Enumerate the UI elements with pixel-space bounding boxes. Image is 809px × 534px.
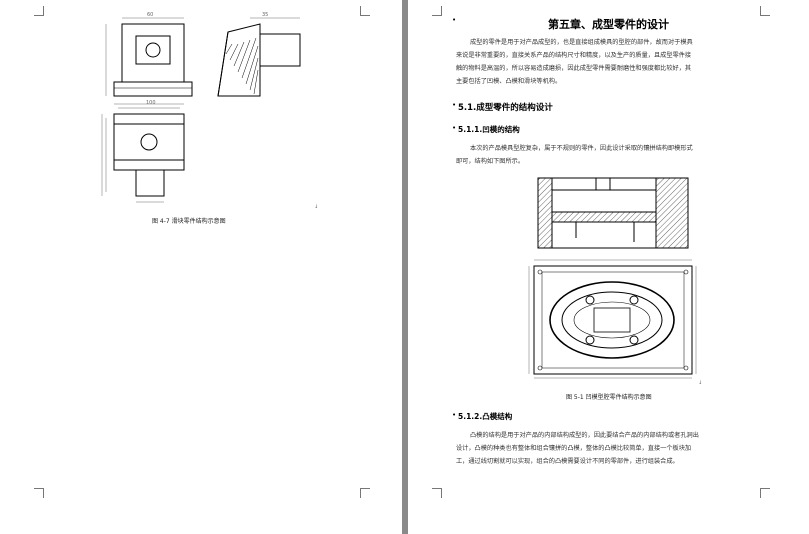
subsection-heading: 5.1.1.凹模的结构 bbox=[458, 125, 520, 134]
crop-mark-bottom-left bbox=[34, 488, 44, 498]
core-paragraph: 凸模的结构是用于对产品的内部结构成型的，因此要结合产品的内部结构或者孔洞出 设计… bbox=[456, 429, 776, 468]
text-line: 主要包括了凹模、凸模和滑块等机构。 bbox=[456, 78, 562, 85]
dim-label: 35 bbox=[262, 12, 269, 18]
cavity-section-drawing bbox=[537, 177, 689, 249]
crop-mark-bottom-right bbox=[760, 488, 770, 498]
list-bullet: • bbox=[452, 16, 457, 24]
crop-mark-top-left bbox=[432, 6, 442, 16]
text-line: 触的物料是高温的，所以容易造成磨损，因此成型零件需要耐磨性和强度都比较好，其 bbox=[456, 65, 692, 72]
subsection-heading: 5.1.2.凸模结构 bbox=[458, 412, 513, 421]
chapter-title: 第五章、成型零件的设计 bbox=[548, 18, 669, 31]
cavity-plan-drawing bbox=[528, 259, 697, 379]
text-line: 设计，凸模的种类也有整体和组合镶拼的凸模，整体的凸模比较简单，直接一个板块加 bbox=[456, 445, 692, 452]
section-heading: 5.1.成型零件的结构设计 bbox=[458, 103, 553, 113]
slider-top-views-drawing bbox=[105, 17, 301, 97]
left-page: 60 35 100 图 4-7 滑块零件结构示意图 ↓ bbox=[0, 0, 402, 534]
cavity-paragraph: 本次的产品模具型腔复杂，属于不规则的零件，因此设计采取的镶拼结构即模形式 即可，… bbox=[456, 142, 776, 168]
dim-label: 60 bbox=[147, 12, 154, 18]
text-line: 即可，结构如下图所示。 bbox=[456, 158, 525, 165]
list-bullet: • bbox=[452, 101, 457, 109]
list-bullet: • bbox=[452, 124, 457, 132]
text-line: 本次的产品模具型腔复杂，属于不规则的零件，因此设计采取的镶拼结构即模形式 bbox=[470, 145, 693, 152]
dim-label: 100 bbox=[146, 100, 156, 106]
text-line: 凸模的结构是用于对产品的内部结构成型的，因此要结合产品的内部结构或者孔洞出 bbox=[470, 432, 699, 439]
figure-caption: 图 5-1 凹模型腔零件结构示意图 bbox=[566, 394, 652, 401]
text-line: 来说是非常重要的，直接关系产品的结构尺寸和精度，以及生产的质量，且成型零件接 bbox=[456, 52, 692, 59]
crop-mark-bottom-left bbox=[432, 488, 442, 498]
list-bullet: • bbox=[452, 411, 457, 419]
text-line: 成型的零件是用于对产品成型的，也是直接组成模具的型腔的部件，故而对于模具 bbox=[470, 39, 693, 46]
paragraph-mark: ↓ bbox=[698, 380, 703, 386]
text-line: 工，通过线切割就可以实现，组合的凸模需要设计不同的零部件，进行组装合成。 bbox=[456, 458, 679, 465]
crop-mark-bottom-right bbox=[360, 488, 370, 498]
slider-bottom-view-drawing bbox=[101, 103, 185, 203]
right-page: • 第五章、成型零件的设计 成型的零件是用于对产品成型的，也是直接组成模具的型腔… bbox=[408, 0, 809, 534]
paragraph-mark: ↓ bbox=[314, 204, 319, 210]
intro-paragraph: 成型的零件是用于对产品成型的，也是直接组成模具的型腔的部件，故而对于模具 来说是… bbox=[456, 36, 776, 88]
crop-mark-top-right bbox=[360, 6, 370, 16]
figure-caption: 图 4-7 滑块零件结构示意图 bbox=[152, 218, 226, 225]
crop-mark-top-right bbox=[760, 6, 770, 16]
crop-mark-top-left bbox=[34, 6, 44, 16]
